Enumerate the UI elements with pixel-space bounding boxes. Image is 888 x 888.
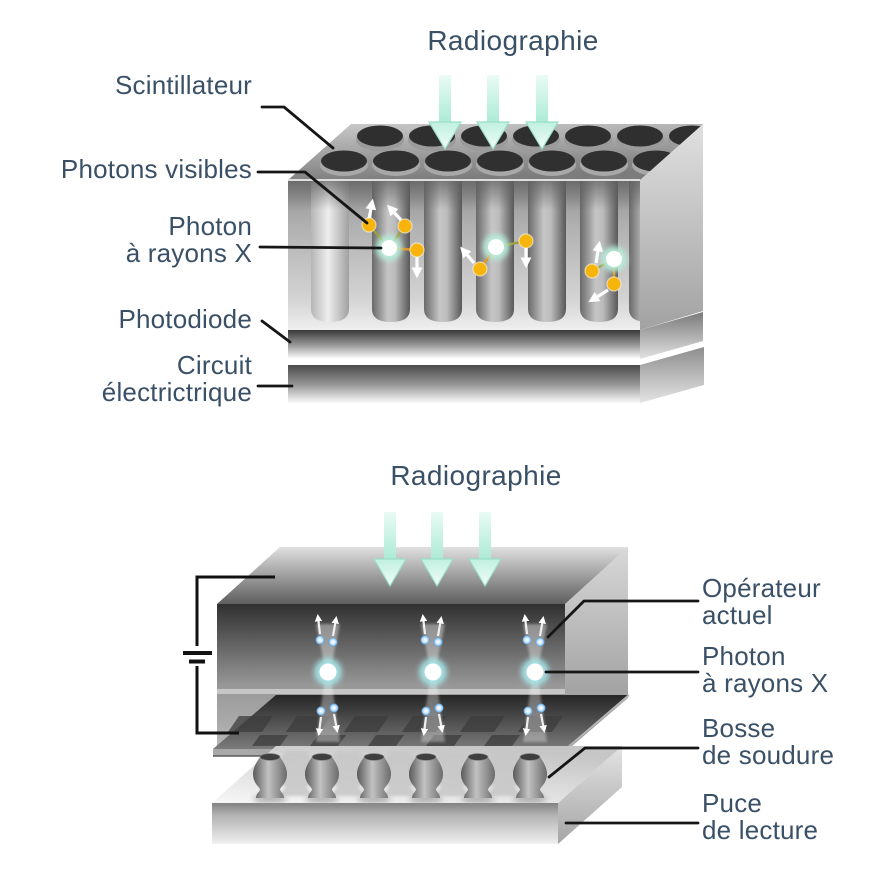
leader-lines-bottom bbox=[544, 599, 700, 825]
visible-photon-dot bbox=[584, 263, 600, 279]
xray-photon-dot bbox=[488, 239, 504, 255]
bias-wire-battery bbox=[183, 575, 275, 735]
hole-row-front bbox=[320, 150, 680, 176]
label-readout-chip: Puce de lecture bbox=[702, 788, 819, 845]
photon-cluster bbox=[584, 240, 627, 303]
leader-xray-photon bbox=[258, 245, 383, 250]
chip-right-face bbox=[558, 746, 622, 844]
circuit-layer bbox=[288, 347, 704, 403]
battery-icon bbox=[183, 651, 212, 664]
scintillator-right-face bbox=[640, 124, 703, 330]
label-scintillator: Scintillateur bbox=[115, 70, 252, 100]
visible-photon-dot bbox=[409, 242, 425, 258]
slab-top-face bbox=[217, 547, 628, 604]
photon-arrow-icon bbox=[387, 204, 403, 222]
leader-visible-photons bbox=[256, 170, 369, 225]
label-solder-bump: Bosse de soudure bbox=[702, 713, 835, 770]
xray-photon-dot bbox=[606, 251, 622, 267]
label-photodiode: Photodiode bbox=[118, 304, 252, 334]
label-current: Opérateur actuel bbox=[702, 573, 821, 630]
xray-photon-dot bbox=[381, 240, 397, 256]
photodiode-layer bbox=[288, 312, 703, 359]
top-face-holes bbox=[320, 125, 703, 176]
label-circuit: Circuit électrictrique bbox=[101, 350, 252, 407]
photon-arrow-icon bbox=[588, 288, 609, 303]
cylinder-columns bbox=[288, 180, 640, 322]
top-figure-title: Radiographie bbox=[427, 25, 599, 56]
scintillator-figure bbox=[256, 74, 704, 403]
label-visible-photons: Photons visibles bbox=[60, 154, 252, 184]
xray-arrows-top bbox=[428, 74, 559, 150]
chip-front-face bbox=[212, 803, 558, 844]
label-xray-photon-top: Photon à rayons X bbox=[125, 211, 252, 268]
slab-bottom-highlight bbox=[217, 689, 565, 694]
visible-photon-dot bbox=[472, 261, 488, 277]
visible-photon-dot bbox=[397, 218, 413, 234]
leader-scintillator bbox=[260, 105, 335, 150]
photon-arrow-icon bbox=[460, 246, 476, 265]
photon-cluster bbox=[361, 198, 425, 279]
label-xray-photon-bottom: Photon à rayons X bbox=[702, 641, 829, 698]
xray-arrows-bottom bbox=[373, 511, 502, 587]
visible-photon-dot bbox=[518, 233, 534, 249]
bottom-figure-title: Radiographie bbox=[390, 460, 562, 491]
detector-figure bbox=[183, 511, 700, 844]
photon-arrow-icon bbox=[592, 240, 604, 264]
visible-photon-dot bbox=[606, 276, 622, 292]
photon-cluster bbox=[460, 233, 534, 277]
leader-current bbox=[546, 599, 700, 639]
leader-photodiode bbox=[260, 319, 292, 344]
leader-lines-top bbox=[256, 105, 383, 388]
photon-arrow-icon bbox=[365, 198, 377, 220]
leader-solder-bump bbox=[547, 746, 700, 779]
